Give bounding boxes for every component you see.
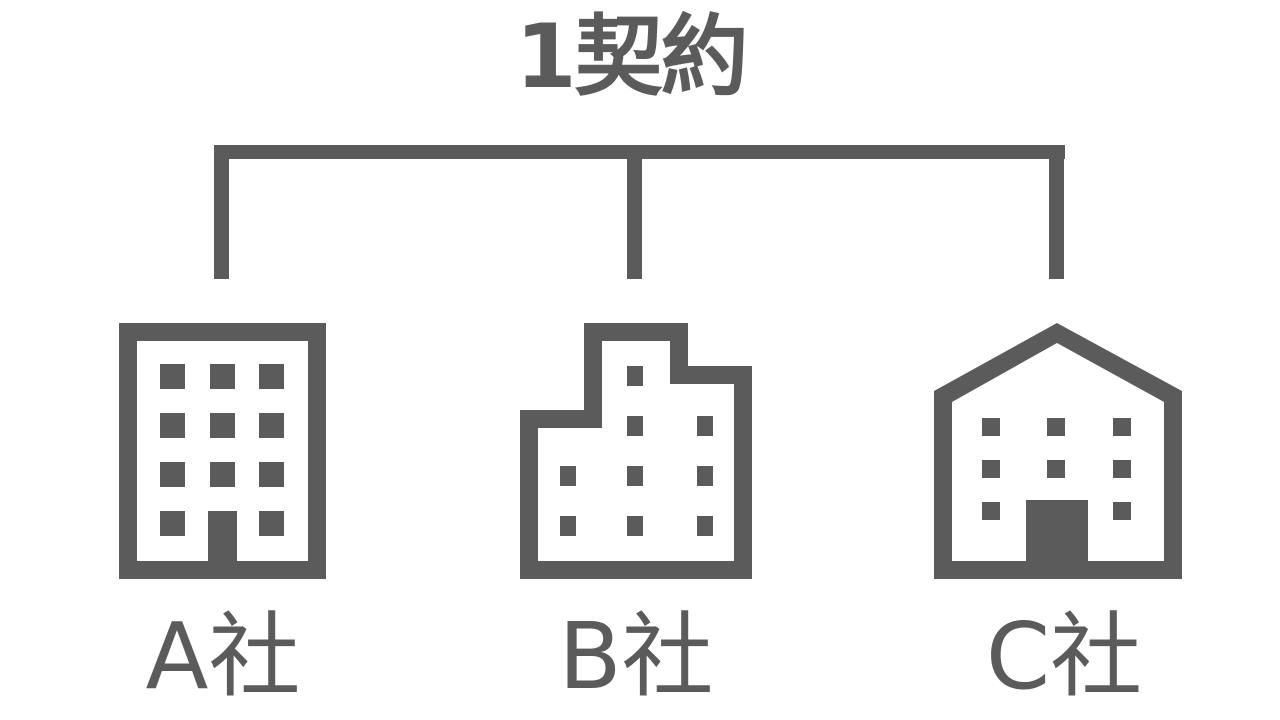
connector-drop-c (1049, 145, 1064, 279)
window (627, 366, 643, 386)
window (627, 416, 643, 436)
window (1113, 502, 1131, 520)
office-tower-icon (119, 323, 326, 579)
window (160, 413, 185, 438)
stepped-building-icon (520, 323, 752, 579)
window (160, 511, 185, 536)
window (160, 462, 185, 487)
company-label-a: A社 (145, 603, 301, 710)
window (1047, 460, 1065, 478)
stepped-building-outline (520, 323, 752, 579)
window (627, 516, 643, 536)
window (210, 462, 235, 487)
window (259, 511, 284, 536)
connector-drop-b (627, 145, 642, 279)
window (982, 460, 1000, 478)
office-tower-outline (119, 323, 326, 579)
window (210, 364, 235, 389)
window (210, 413, 235, 438)
contract-title: 1契約 (515, 5, 748, 108)
window (160, 364, 185, 389)
window (259, 413, 284, 438)
gabled-building-outline (934, 323, 1182, 579)
window (982, 418, 1000, 436)
window (1113, 418, 1131, 436)
connector-bracket (214, 145, 1065, 279)
window (627, 466, 643, 486)
window (259, 462, 284, 487)
window (259, 364, 284, 389)
window (560, 466, 576, 486)
window (982, 502, 1000, 520)
window (560, 516, 576, 536)
window (1047, 418, 1065, 436)
connector-drop-a (214, 145, 229, 279)
window (1113, 460, 1131, 478)
window (697, 466, 713, 486)
window (697, 516, 713, 536)
company-label-b: B社 (558, 603, 714, 710)
gabled-house-building-icon (934, 323, 1182, 579)
company-label-c: C社 (985, 603, 1143, 710)
window (697, 416, 713, 436)
